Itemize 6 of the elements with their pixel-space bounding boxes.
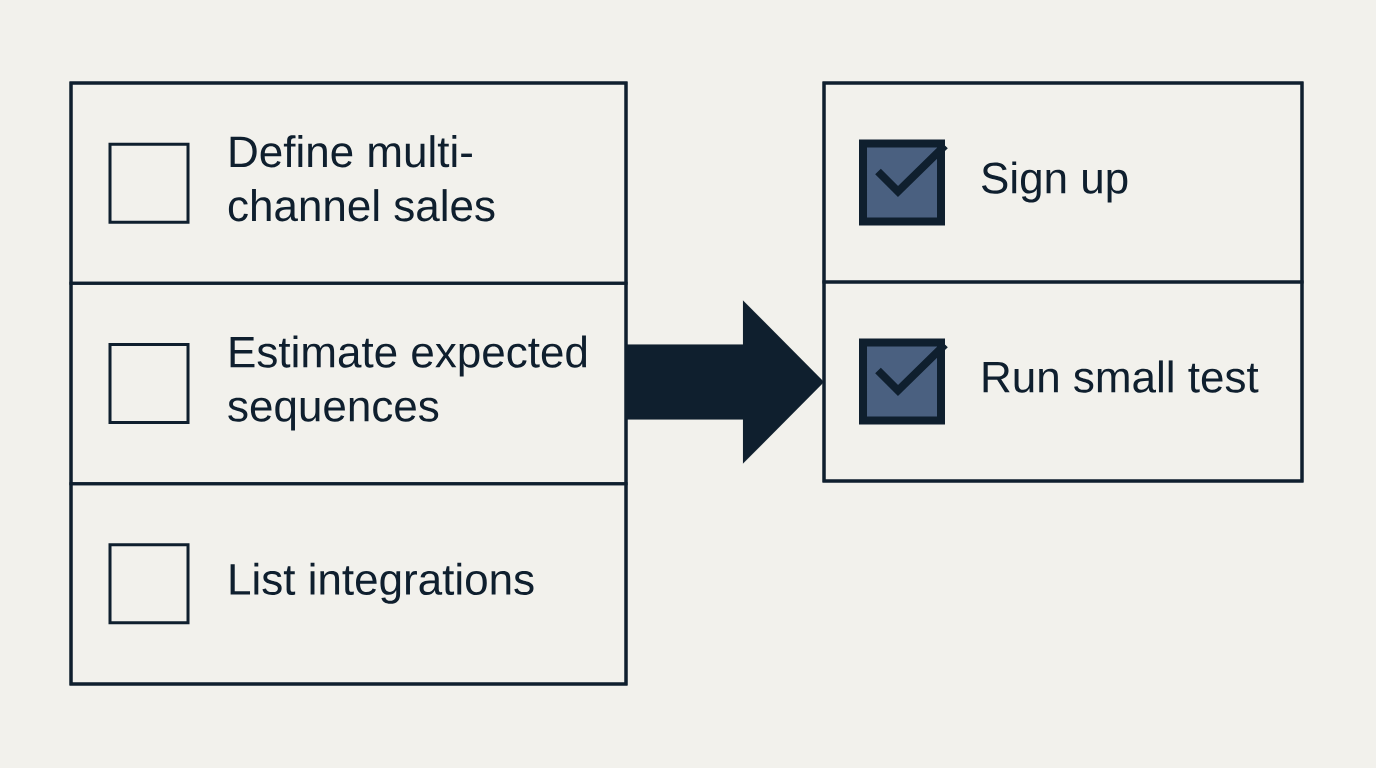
checklist-row: Sign up	[822, 81, 1304, 284]
checklist-row: Run small test	[822, 280, 1304, 483]
checklist-row: List integrations	[69, 482, 628, 686]
checklist-row: Estimate expected sequences	[69, 281, 628, 486]
arrow	[625, 300, 825, 464]
checklist-row: Define multi- channel sales	[69, 81, 628, 285]
